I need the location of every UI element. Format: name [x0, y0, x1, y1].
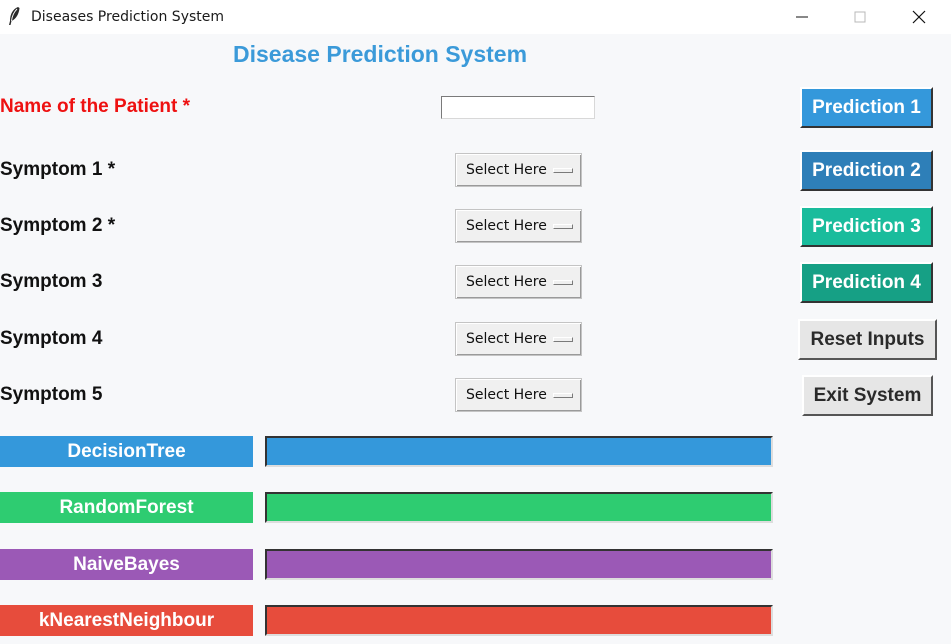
knn-label: kNearestNeighbour: [0, 605, 253, 636]
dropdown-indicator-icon: [553, 337, 573, 342]
symptom-4-dropdown[interactable]: Select Here: [455, 322, 582, 356]
exit-system-button[interactable]: Exit System: [802, 375, 933, 416]
symptom-3-label: Symptom 3: [0, 271, 103, 292]
symptom-3-dropdown[interactable]: Select Here: [455, 265, 582, 299]
reset-inputs-button[interactable]: Reset Inputs: [798, 319, 937, 360]
feather-icon: [7, 6, 21, 26]
symptom-3-selected: Select Here: [466, 274, 547, 290]
naive-bayes-label: NaiveBayes: [0, 549, 253, 580]
title-bar: Diseases Prediction System: [0, 0, 951, 34]
maximize-icon: [854, 11, 866, 23]
decision-tree-result[interactable]: [265, 436, 773, 467]
random-forest-result[interactable]: [265, 492, 773, 523]
maximize-button[interactable]: [831, 0, 889, 34]
symptom-5-selected: Select Here: [466, 387, 547, 403]
window-title: Diseases Prediction System: [31, 9, 225, 25]
prediction-3-button[interactable]: Prediction 3: [800, 206, 933, 247]
random-forest-label: RandomForest: [0, 492, 253, 523]
symptom-1-label: Symptom 1 *: [0, 159, 116, 180]
symptom-1-dropdown[interactable]: Select Here: [455, 153, 582, 187]
prediction-2-button[interactable]: Prediction 2: [800, 150, 933, 191]
patient-name-input[interactable]: [441, 96, 595, 119]
minimize-icon: [796, 16, 808, 18]
patient-name-label: Name of the Patient *: [0, 96, 191, 117]
symptom-5-dropdown[interactable]: Select Here: [455, 378, 582, 412]
page-title: Disease Prediction System: [233, 41, 528, 67]
symptom-4-selected: Select Here: [466, 331, 547, 347]
close-button[interactable]: [890, 0, 948, 34]
dropdown-indicator-icon: [553, 280, 573, 285]
symptom-2-selected: Select Here: [466, 218, 547, 234]
naive-bayes-result[interactable]: [265, 549, 773, 580]
close-icon: [912, 10, 926, 24]
decision-tree-label: DecisionTree: [0, 436, 253, 467]
symptom-2-dropdown[interactable]: Select Here: [455, 209, 582, 243]
knn-result[interactable]: [265, 605, 773, 636]
minimize-button[interactable]: [773, 0, 831, 34]
prediction-1-button[interactable]: Prediction 1: [800, 87, 933, 128]
symptom-4-label: Symptom 4: [0, 328, 103, 349]
dropdown-indicator-icon: [553, 168, 573, 173]
symptom-1-selected: Select Here: [466, 162, 547, 178]
symptom-2-label: Symptom 2 *: [0, 215, 116, 236]
prediction-4-button[interactable]: Prediction 4: [800, 262, 933, 303]
dropdown-indicator-icon: [553, 393, 573, 398]
dropdown-indicator-icon: [553, 224, 573, 229]
symptom-5-label: Symptom 5: [0, 384, 103, 405]
